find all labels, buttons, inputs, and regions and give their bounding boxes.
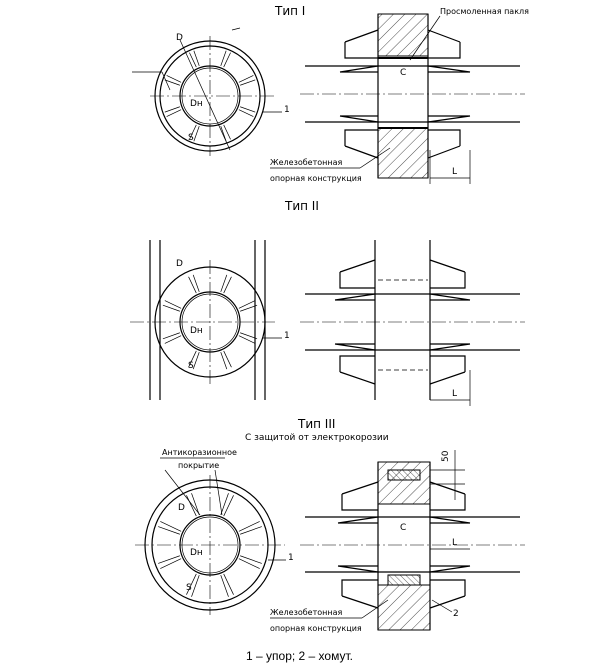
rib-line — [186, 573, 197, 595]
rib-line — [164, 300, 182, 309]
type2-side-view: L — [300, 240, 525, 406]
type3-dim-Dn: Dн — [190, 548, 203, 558]
rib-line — [220, 352, 228, 370]
rib-line — [220, 493, 229, 515]
rib-line — [223, 495, 234, 517]
rib-line — [164, 79, 180, 86]
rib-line — [164, 106, 180, 113]
type3-dim-C: C — [400, 523, 406, 533]
rib-line — [166, 75, 182, 83]
type3-dim-50: 50 — [441, 450, 451, 462]
rib-line — [238, 75, 254, 83]
rib-line — [240, 526, 262, 535]
type1-dim-L: L — [452, 167, 457, 177]
rib-line — [223, 276, 232, 294]
figure-caption: 1 – упор; 2 – хомут. — [246, 649, 353, 663]
type1-side-view: Просмоленная пакля C L Железобетонная оп… — [270, 7, 529, 184]
rib-line — [238, 558, 260, 569]
rib-line — [240, 79, 256, 86]
rib-line — [191, 575, 200, 597]
type1-packing-label: Просмоленная пакля — [440, 7, 529, 16]
rib-line — [238, 300, 256, 309]
rib-line — [188, 276, 197, 294]
rib-line — [220, 50, 227, 66]
type3-dim-L: L — [452, 538, 457, 548]
type1-concrete-label-1: Железобетонная — [270, 158, 342, 167]
type2-dim-D: D — [176, 259, 183, 269]
rib-line — [160, 521, 182, 532]
rib-line — [240, 304, 258, 312]
rib-line — [223, 573, 234, 595]
type2-title: Тип II — [284, 199, 319, 213]
type3-cross-section: Антикоразионное покрытие D Dн S 1 — [135, 448, 294, 615]
type1-cross-section: D Dн S 1 — [132, 27, 290, 156]
rib-line — [223, 350, 232, 368]
rib-line — [192, 274, 200, 292]
rib-line — [240, 106, 256, 113]
type3-callout-2: 2 — [453, 609, 459, 619]
type3-side-view: C 50 L 2 Железобетонная опорная конструк… — [270, 450, 525, 633]
rib-line — [189, 52, 197, 68]
rib-line — [238, 521, 260, 532]
rib-line — [189, 124, 197, 140]
type1-dim-Dn: Dн — [190, 99, 203, 109]
type3-coating-label-2: покрытие — [178, 461, 219, 470]
rib-line — [193, 126, 200, 142]
rib-line — [191, 493, 200, 515]
type1-title: Тип I — [274, 4, 305, 18]
rib-line — [223, 52, 231, 68]
rib-line — [158, 526, 180, 535]
rib-line — [238, 335, 256, 344]
type3-concrete-label-1: Железобетонная — [270, 608, 342, 617]
rib-line — [238, 109, 254, 117]
rib-line — [220, 274, 228, 292]
rib-line — [240, 332, 258, 340]
type2-group: Тип II D Dн S 1 — [130, 199, 525, 406]
type3-title: Тип III — [297, 417, 335, 431]
type2-dim-S: S — [188, 361, 194, 371]
type1-callout-1: 1 — [284, 105, 290, 115]
rib-line — [162, 332, 180, 340]
rib-line — [160, 558, 182, 569]
rib-line — [220, 575, 229, 597]
rib-line — [188, 350, 197, 368]
type3-coating-label-1: Антикоразионное — [162, 448, 237, 457]
rib-line — [166, 109, 182, 117]
type3-concrete-label-2: опорная конструкция — [270, 624, 362, 633]
rib-line — [192, 352, 200, 370]
type2-dim-L: L — [452, 389, 457, 399]
type1-concrete-label-2: опорная конструкция — [270, 174, 362, 183]
rib-line — [186, 495, 197, 517]
rib-line — [164, 335, 182, 344]
type3-callout-1: 1 — [288, 553, 294, 563]
rib-line — [193, 50, 200, 66]
rib-line — [162, 304, 180, 312]
type3-subtitle: С защитой от электрокорозии — [245, 433, 389, 443]
type3-dim-S: S — [186, 583, 192, 593]
type2-dim-Dn: Dн — [190, 326, 203, 336]
type2-callout-1: 1 — [284, 331, 290, 341]
rib-line — [223, 124, 231, 140]
type3-dim-D: D — [178, 503, 185, 513]
type1-group: Тип I D Dн S 1 — [132, 4, 529, 184]
rib-line — [240, 555, 262, 564]
type1-dim-C: C — [400, 68, 406, 78]
type1-dim-D: D — [176, 33, 183, 43]
type3-group: Тип III С защитой от электрокорозии Анти… — [135, 417, 525, 633]
type2-cross-section: D Dн S 1 — [130, 240, 290, 400]
type1-dim-S: S — [188, 133, 194, 143]
rib-line — [158, 555, 180, 564]
